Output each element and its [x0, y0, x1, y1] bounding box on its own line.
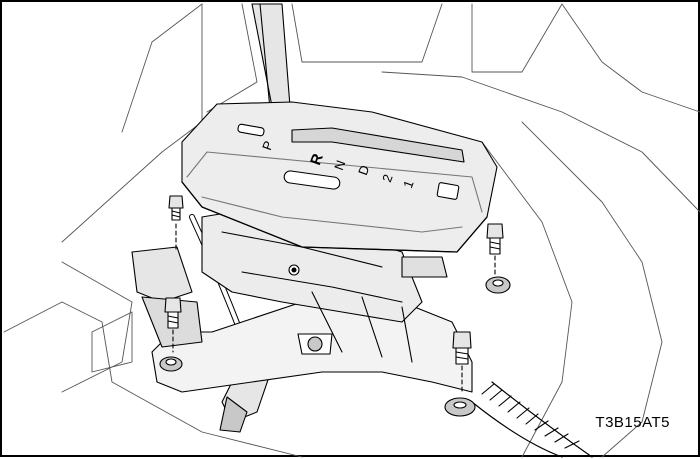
console-background-lines	[3, 3, 700, 458]
shifter-base-bracket	[131, 211, 473, 393]
mounting-bolt-right-top	[485, 223, 511, 294]
corrugated-hose	[471, 381, 593, 458]
mounting-bolt-left	[159, 297, 183, 372]
mounting-bolt-right-bottom	[444, 331, 476, 417]
selector-cover	[181, 101, 498, 278]
figure-code: T3B15AT5	[595, 414, 670, 431]
gear-letter: 2	[379, 172, 396, 184]
gear-letter: 1	[400, 178, 417, 190]
mounting-bolt-top-left	[168, 195, 184, 253]
